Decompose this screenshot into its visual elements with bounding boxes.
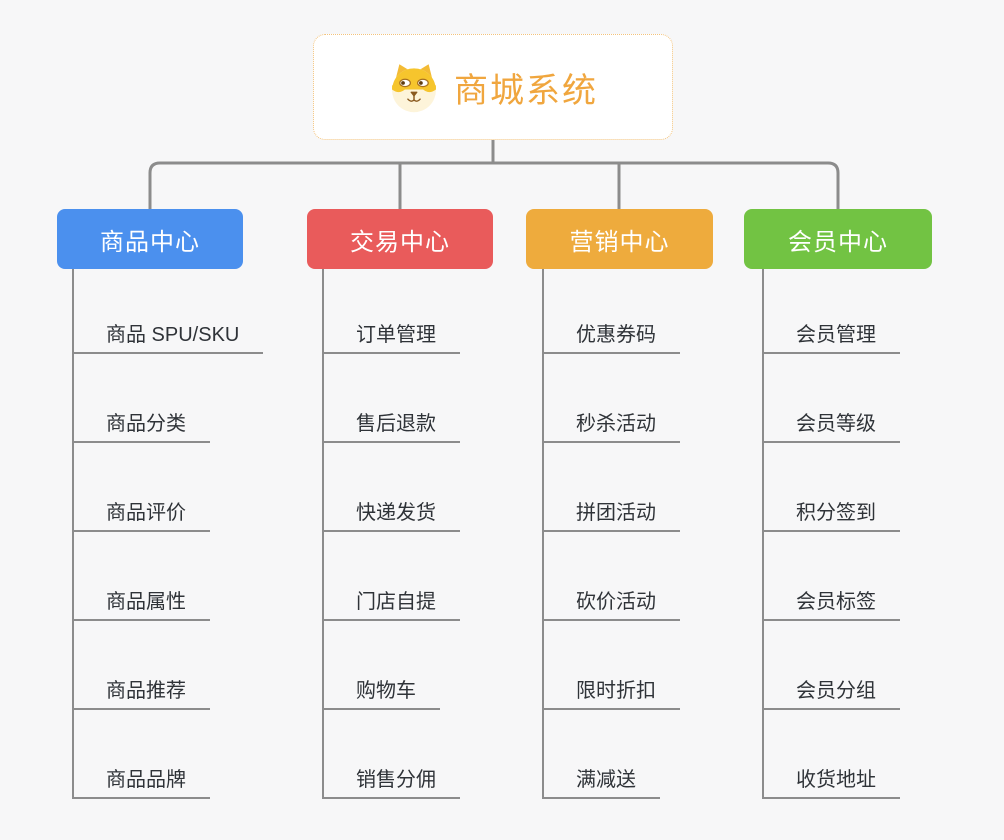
child-topic[interactable]: 收货地址 [762,710,900,799]
child-topic[interactable]: 满减送 [542,710,660,799]
child-topic[interactable]: 商品分类 [72,354,210,443]
branch-label: 营销中心 [569,228,670,256]
root-node[interactable]: 商城系统 [313,34,673,140]
children-list-trade: 订单管理 售后退款 快递发货 门店自提 购物车 销售分佣 [322,265,460,799]
child-topic[interactable]: 订单管理 [322,265,460,354]
dog-face-icon [392,64,436,113]
child-topic[interactable]: 会员等级 [762,354,900,443]
child-topic[interactable]: 销售分佣 [322,710,460,799]
child-topic[interactable]: 商品推荐 [72,621,210,710]
child-topic[interactable]: 会员分组 [762,621,900,710]
branch-label: 交易中心 [350,228,450,256]
branch-node-member-center[interactable]: 会员中心 [744,209,932,269]
child-topic[interactable]: 限时折扣 [542,621,680,710]
child-topic[interactable]: 购物车 [322,621,440,710]
child-topic[interactable]: 会员标签 [762,532,900,621]
branch-node-goods-center[interactable]: 商品中心 [57,209,243,269]
children-list-marketing: 优惠券码 秒杀活动 拼团活动 砍价活动 限时折扣 满减送 [542,265,680,799]
child-topic[interactable]: 商品品牌 [72,710,210,799]
child-topic[interactable]: 商品属性 [72,532,210,621]
branch-node-marketing-center[interactable]: 营销中心 [526,209,713,269]
child-topic[interactable]: 商品 SPU/SKU [72,265,264,354]
branch-label: 商品中心 [100,228,200,256]
child-topic[interactable]: 会员管理 [762,265,900,354]
children-list-member: 会员管理 会员等级 积分签到 会员标签 会员分组 收货地址 [762,265,900,799]
branch-node-trade-center[interactable]: 交易中心 [307,209,493,269]
child-topic[interactable]: 秒杀活动 [542,354,680,443]
children-list-goods: 商品 SPU/SKU 商品分类 商品评价 商品属性 商品推荐 商品品牌 [72,265,264,799]
child-topic[interactable]: 快递发货 [322,443,460,532]
child-topic[interactable]: 积分签到 [762,443,900,532]
branch-label: 会员中心 [788,228,888,256]
root-title: 商城系统 [454,71,598,110]
child-topic[interactable]: 砍价活动 [542,532,680,621]
child-topic[interactable]: 门店自提 [322,532,460,621]
child-topic[interactable]: 拼团活动 [542,443,680,532]
child-topic[interactable]: 优惠券码 [542,265,680,354]
child-topic[interactable]: 商品评价 [72,443,210,532]
child-topic[interactable]: 售后退款 [322,354,460,443]
